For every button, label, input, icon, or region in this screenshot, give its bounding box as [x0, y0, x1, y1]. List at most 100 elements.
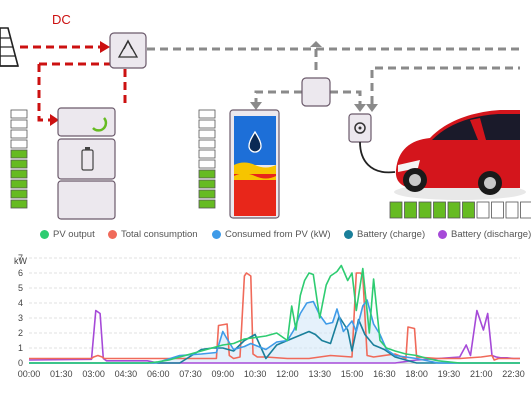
- ac-arrow-to-charger-2: [366, 104, 378, 112]
- y-tick-label: 4: [18, 298, 23, 308]
- legend-label: Battery (discharge): [451, 229, 531, 240]
- level-segment: [10, 129, 28, 139]
- x-tick-label: 22:30: [502, 369, 525, 379]
- solar-panel-icon: [0, 27, 20, 67]
- y-tick-label: 2: [18, 328, 23, 338]
- y-tick-label: 0: [18, 358, 23, 368]
- x-tick-label: 07:30: [179, 369, 202, 379]
- chart-legend: PV output Total consumption Consumed fro…: [0, 229, 531, 245]
- level-segment: [10, 109, 28, 119]
- legend-item-total-consumption[interactable]: Total consumption: [108, 229, 198, 240]
- x-tick-label: 04:30: [115, 369, 138, 379]
- electric-car-icon: [394, 110, 526, 200]
- legend-dot: [40, 230, 49, 239]
- level-segment: [418, 201, 432, 219]
- x-tick-label: 01:30: [50, 369, 73, 379]
- level-segment: [198, 139, 216, 149]
- series-line-battery-discharge[interactable]: [28, 309, 520, 364]
- recycle-icon: [117, 39, 139, 58]
- ac-arrow-to-charger: [354, 104, 366, 112]
- legend-dot: [438, 230, 447, 239]
- y-tick-label: 1: [18, 343, 23, 353]
- x-tick-label: 13:30: [308, 369, 331, 379]
- plug-icon: [354, 122, 366, 134]
- level-segment: [10, 179, 28, 189]
- water-heater-tank[interactable]: [229, 109, 280, 219]
- level-segment: [10, 119, 28, 129]
- level-segment: [10, 139, 28, 149]
- x-tick-label: 00:00: [18, 369, 41, 379]
- x-tick-label: 06:00: [147, 369, 170, 379]
- inverter-box[interactable]: [109, 32, 147, 69]
- x-tick-label: 10:30: [244, 369, 267, 379]
- y-tick-label: 6: [18, 268, 23, 278]
- energy-flow-diagram: DC: [0, 12, 531, 220]
- ac-arrow-to-heater: [250, 102, 262, 110]
- level-segment: [10, 169, 28, 179]
- x-tick-label: 09:00: [212, 369, 235, 379]
- level-segment: [10, 199, 28, 209]
- level-segment: [10, 149, 28, 159]
- legend-dot: [212, 230, 221, 239]
- legend-label: Battery (charge): [357, 229, 426, 240]
- series-line-total-consumption[interactable]: [29, 272, 520, 361]
- y-tick-label: 3: [18, 313, 23, 323]
- battery-icon: [81, 147, 94, 171]
- level-segment: [10, 159, 28, 169]
- level-segment: [10, 189, 28, 199]
- legend-item-battery-charge[interactable]: Battery (charge): [344, 229, 425, 240]
- series-line-pv-output[interactable]: [29, 264, 520, 364]
- level-segment: [505, 201, 519, 219]
- legend-dot: [108, 230, 117, 239]
- level-segment: [389, 201, 403, 219]
- x-tick-label: 15:00: [341, 369, 364, 379]
- level-segment: [476, 201, 490, 219]
- x-tick-label: 03:00: [82, 369, 105, 379]
- ac-distribution-box[interactable]: [301, 77, 331, 107]
- pv-battery-level-meter: [10, 109, 28, 209]
- x-tick-label: 21:00: [470, 369, 493, 379]
- legend-label: Consumed from PV (kW): [225, 229, 331, 240]
- battery-status-icon: [92, 117, 108, 132]
- level-segment: [198, 109, 216, 119]
- dc-arrow-to-inverter: [100, 41, 110, 53]
- legend-label: Total consumption: [121, 229, 198, 240]
- legend-item-consumed-from-pv[interactable]: Consumed from PV (kW): [212, 229, 331, 240]
- level-segment: [491, 201, 504, 219]
- x-tick-label: 12:00: [276, 369, 299, 379]
- level-segment: [520, 201, 531, 219]
- level-segment: [198, 119, 216, 129]
- y-tick-label: 7: [18, 253, 23, 263]
- level-segment: [404, 201, 417, 219]
- level-segment: [198, 189, 216, 199]
- legend-dot: [344, 230, 353, 239]
- heater-level-meter: [198, 109, 216, 209]
- level-segment: [198, 129, 216, 139]
- home-battery-unit[interactable]: [57, 107, 116, 220]
- level-segment: [462, 201, 475, 219]
- y-axis-label: kW: [14, 256, 28, 266]
- power-line-chart: kW 0 1 2 3 4 5 6 7 00:00 01:30 03:00 04:30 06:00 07:3…: [14, 253, 525, 379]
- level-segment: [198, 169, 216, 179]
- x-tick-label: 16:30: [373, 369, 396, 379]
- level-segment: [433, 201, 446, 219]
- level-segment: [198, 199, 216, 209]
- ac-junction-arrow: [310, 41, 322, 47]
- ev-charger[interactable]: [348, 113, 396, 174]
- dc-label: DC: [52, 12, 71, 27]
- ac-flow-lines: [147, 47, 520, 104]
- car-charge-level-meter: [389, 201, 531, 219]
- level-segment: [198, 159, 216, 169]
- legend-label: PV output: [53, 229, 95, 240]
- legend-item-battery-discharge[interactable]: Battery (discharge): [438, 229, 531, 240]
- legend-item-pv-output[interactable]: PV output: [40, 229, 95, 240]
- x-tick-label: 19:30: [438, 369, 461, 379]
- level-segment: [447, 201, 461, 219]
- y-tick-label: 5: [18, 283, 23, 293]
- charging-cable: [359, 141, 396, 174]
- consumed-from-pv-area: [29, 300, 520, 363]
- series-line-consumed-from-pv-kw[interactable]: [29, 299, 520, 364]
- x-tick-label: 18:00: [405, 369, 428, 379]
- level-segment: [198, 149, 216, 159]
- series-line-battery-charge[interactable]: [29, 315, 520, 364]
